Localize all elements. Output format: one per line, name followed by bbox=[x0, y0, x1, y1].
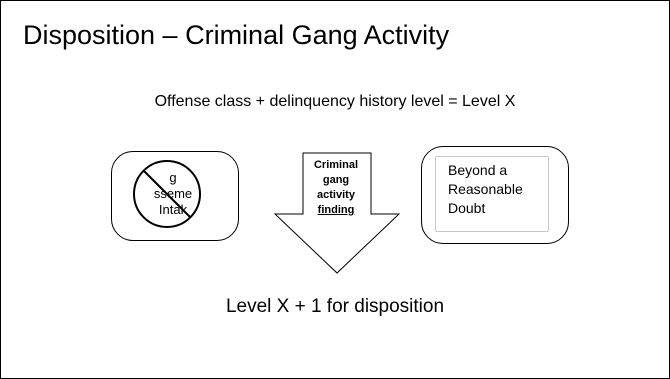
standard-of-proof-box: Beyond a Reasonable Doubt bbox=[421, 146, 569, 244]
proof-line-2: Reasonable bbox=[448, 181, 523, 197]
arrow-line-1: Criminal bbox=[313, 159, 358, 171]
no-sign-icon bbox=[133, 160, 201, 228]
arrow-line-3: activity bbox=[317, 189, 355, 201]
formula-text: Offense class + delinquency history leve… bbox=[154, 93, 516, 110]
excluded-factors-box: g sseme Intak bbox=[111, 151, 239, 241]
standard-of-proof-text: Beyond a Reasonable Doubt bbox=[448, 161, 523, 218]
down-arrow-icon bbox=[273, 152, 401, 274]
arrow-line-4: finding bbox=[317, 204, 355, 216]
result-text: Level X + 1 for disposition bbox=[225, 296, 445, 317]
proof-line-3: Doubt bbox=[448, 200, 486, 216]
slide-title: Disposition – Criminal Gang Activity bbox=[23, 20, 450, 50]
arrow-line-2: gang bbox=[322, 174, 350, 186]
proof-line-1: Beyond a bbox=[448, 162, 508, 178]
standard-of-proof-frame: Beyond a Reasonable Doubt bbox=[435, 156, 549, 232]
excluded-line-1: g bbox=[169, 170, 177, 185]
arrow-label: Criminal gang activity finding bbox=[303, 158, 369, 218]
